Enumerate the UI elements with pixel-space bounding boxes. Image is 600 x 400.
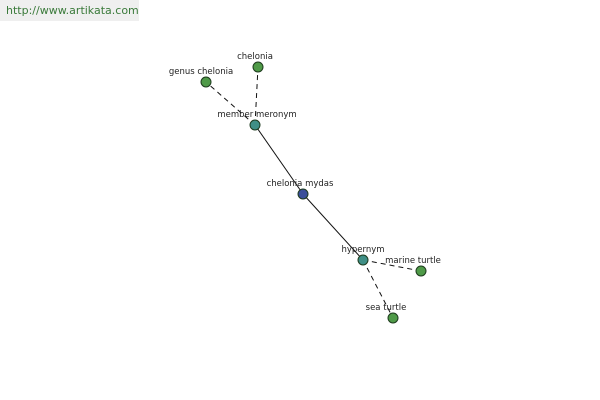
graph-node-hypernym[interactable]: hypernym <box>341 245 385 266</box>
edge-member-meronym-to-genus-chelonia <box>205 81 256 126</box>
watermark-url: http://www.artikata.com <box>0 0 139 21</box>
node-circle[interactable] <box>357 254 369 266</box>
node-label: hypernym <box>341 245 384 255</box>
nodes-layer: chelonia mydas member meronym hypernym genu… <box>169 52 441 324</box>
graph-node-sea-turtle[interactable]: sea turtle <box>366 303 407 324</box>
edge-member-meronym-to-chelonia <box>254 66 259 126</box>
graph-node-member-meronym[interactable]: member meronym <box>217 110 297 131</box>
node-circle[interactable] <box>297 188 309 200</box>
edge-hypernym-to-sea-turtle <box>362 259 394 319</box>
graph-node-chelonia-mydas[interactable]: chelonia mydas <box>267 179 334 200</box>
node-circle[interactable] <box>249 119 261 131</box>
node-label: chelonia mydas <box>267 179 334 189</box>
edge-hypernym-to-marine-turtle <box>362 259 422 272</box>
graph-node-marine-turtle[interactable]: marine turtle <box>385 256 441 277</box>
node-label: member meronym <box>217 110 296 120</box>
node-label: sea turtle <box>366 303 407 313</box>
node-label: chelonia <box>237 52 273 62</box>
node-circle[interactable] <box>200 76 212 88</box>
graph-node-chelonia[interactable]: chelonia <box>237 52 273 73</box>
node-circle[interactable] <box>252 61 264 73</box>
node-label: genus chelonia <box>169 67 233 77</box>
node-circle[interactable] <box>387 312 399 324</box>
graph-node-genus-chelonia[interactable]: genus chelonia <box>169 67 233 88</box>
edge-chelonia-mydas-to-hypernym <box>302 193 364 261</box>
edge-chelonia-mydas-to-member-meronym <box>254 124 304 195</box>
node-label: marine turtle <box>385 256 441 266</box>
node-circle[interactable] <box>415 265 427 277</box>
edges-layer <box>205 66 422 319</box>
